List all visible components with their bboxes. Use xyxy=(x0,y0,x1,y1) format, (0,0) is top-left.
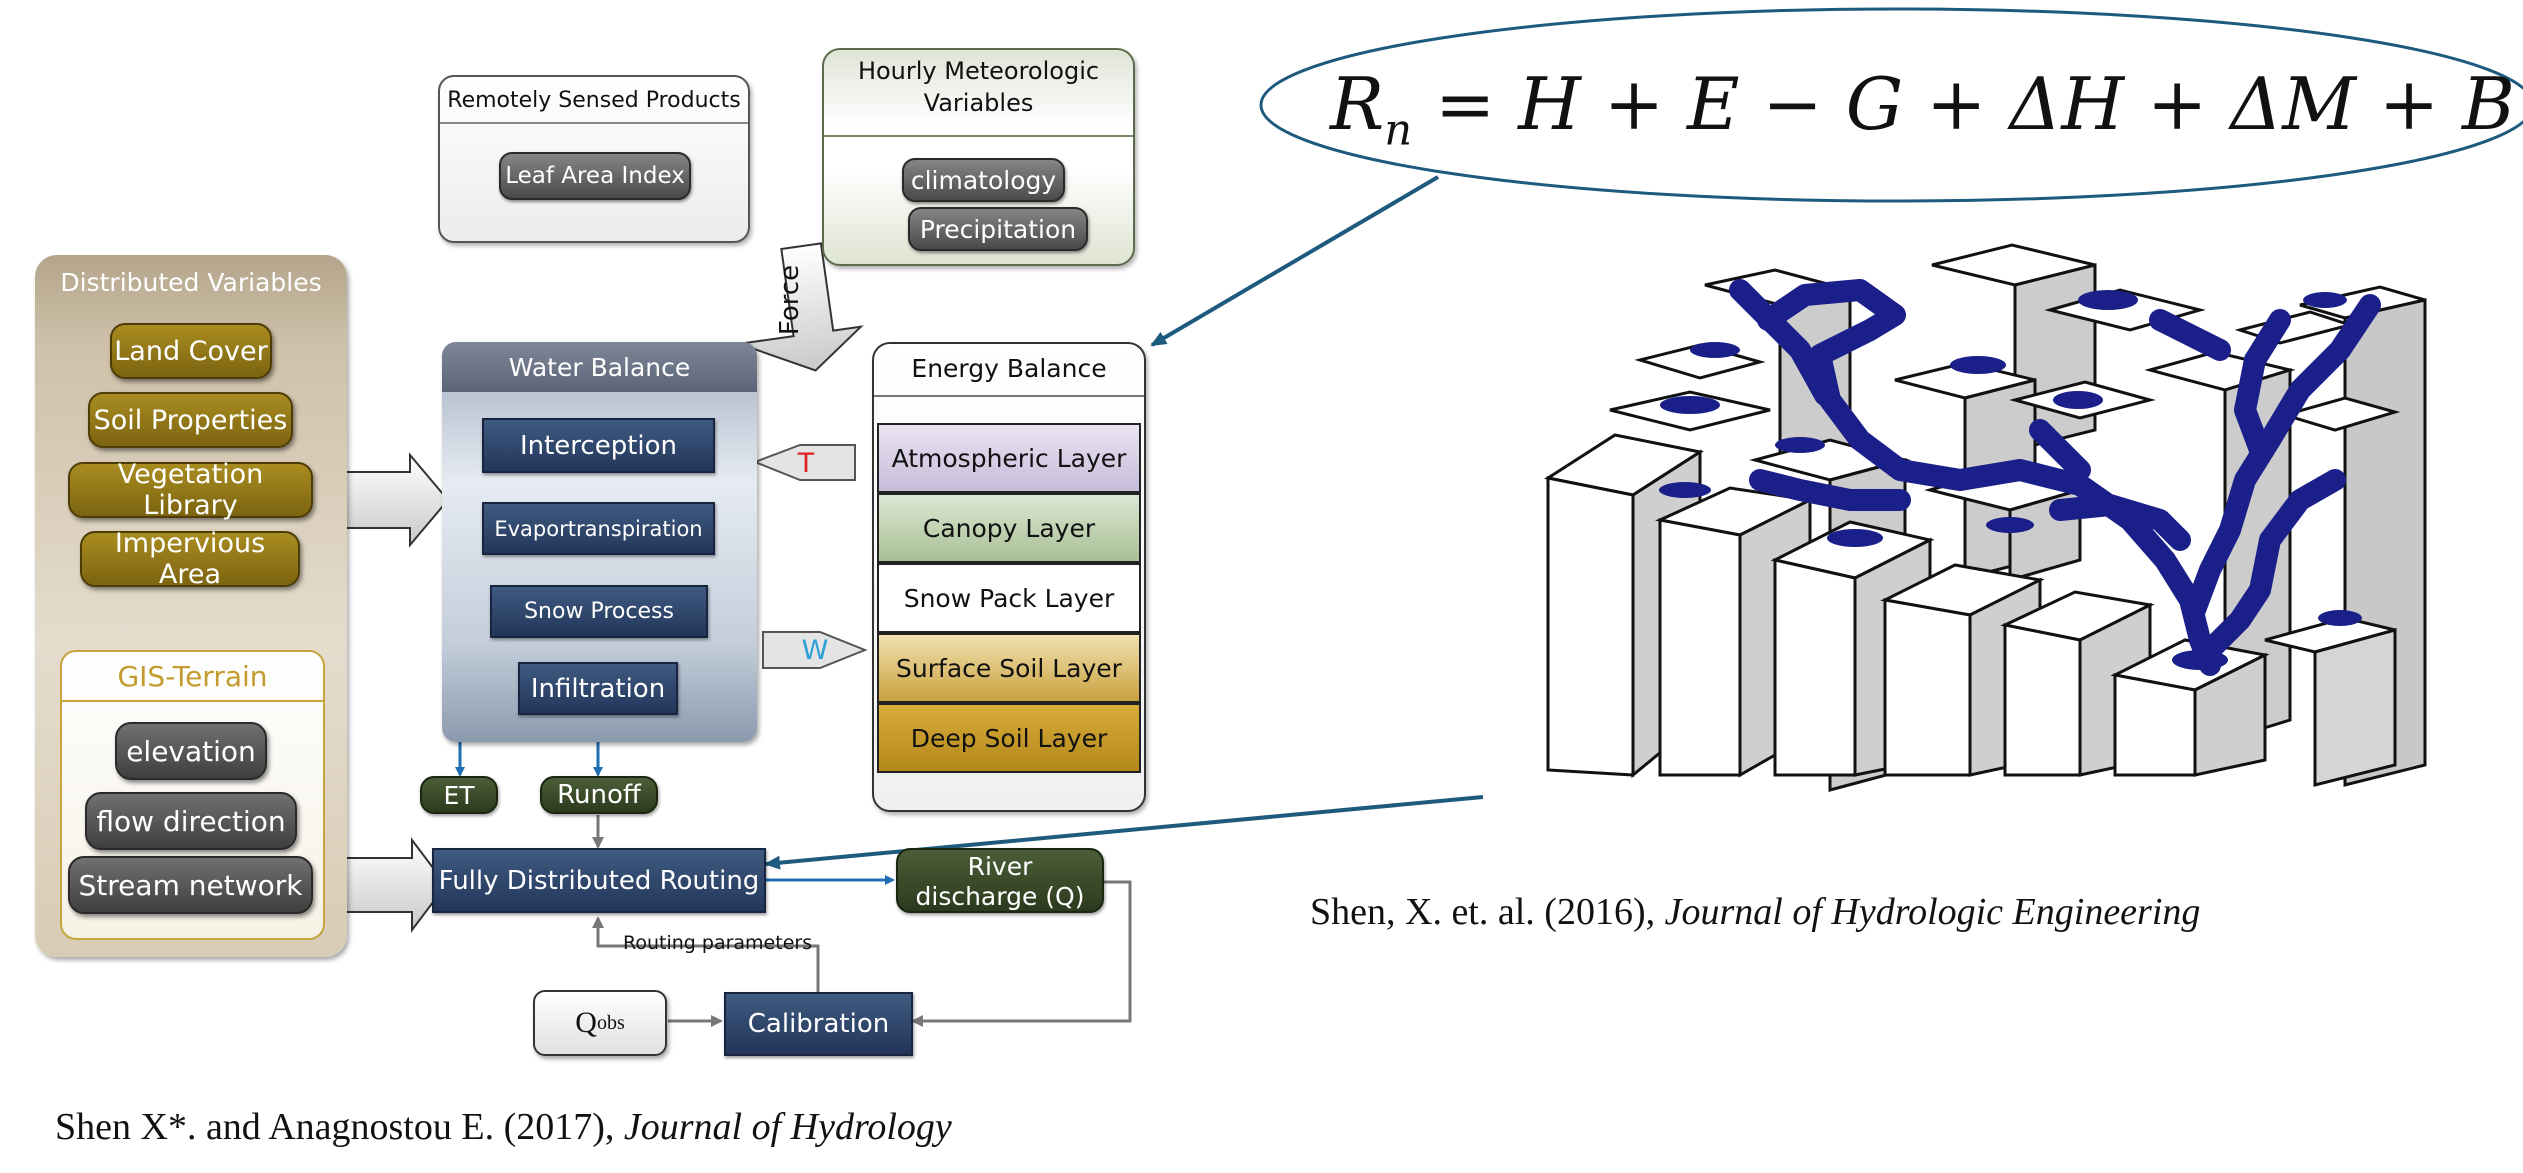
river-to-calibration-arrow xyxy=(911,880,1132,1027)
surface-soil-layer: Surface Soil Layer xyxy=(877,633,1141,703)
energy-balance-divider xyxy=(874,395,1144,397)
leaf-area-index-node: Leaf Area Index xyxy=(499,152,691,200)
t-label: T xyxy=(797,447,815,479)
grid-to-routing-arrow xyxy=(764,795,1484,870)
infiltration-node: Infiltration xyxy=(518,662,678,715)
soil-properties-node: Soil Properties xyxy=(88,392,293,448)
w-label: W xyxy=(801,634,829,666)
stream-network-paths xyxy=(1729,279,2381,676)
meteorologic-variables-title: Hourly Meteorologic Variables xyxy=(826,55,1131,131)
precipitation-node: Precipitation xyxy=(908,207,1088,251)
snow-pack-layer: Snow Pack Layer xyxy=(877,563,1141,633)
calibration-node: Calibration xyxy=(724,992,913,1056)
calibration-to-routing-arrow xyxy=(592,916,820,992)
interception-node: Interception xyxy=(482,418,715,473)
impervious-area-node: Impervious Area xyxy=(80,528,300,590)
remotely-sensed-products-title: Remotely Sensed Products xyxy=(447,87,741,113)
reference-shen-2016: Shen, X. et. al. (2016), Journal of Hydr… xyxy=(1310,890,2200,934)
reference-shen-2016-journal: Journal of Hydrologic Engineering xyxy=(1664,891,2201,933)
river-discharge-line1: River xyxy=(967,852,1033,881)
runoff-node: Runoff xyxy=(540,776,658,814)
elevation-node: elevation xyxy=(115,722,267,780)
reference-2017-authors: Shen X*. and Anagnostou E. (2017), xyxy=(55,1106,624,1148)
deep-soil-layer: Deep Soil Layer xyxy=(877,703,1141,773)
inputs-to-water-balance-arrow xyxy=(344,452,450,548)
qobs-main: Q xyxy=(575,1006,597,1039)
equation-rhs: = H + E − G + ΔH + ΔM + B xyxy=(1434,62,2515,146)
canopy-layer: Canopy Layer xyxy=(877,493,1141,563)
force-arrow xyxy=(738,242,864,372)
flow-direction-node: flow direction xyxy=(85,792,297,850)
routing-parameters-label: Routing parameters xyxy=(623,932,813,954)
remotely-sensed-divider xyxy=(440,122,748,124)
reference-shen-anagnostou-2017: Shen X*. and Anagnostou E. (2017), Journ… xyxy=(55,1105,952,1149)
water-balance-title: Water Balance xyxy=(442,342,757,392)
energy-balance-title: Energy Balance xyxy=(911,353,1107,383)
lake-blobs xyxy=(1659,290,2362,670)
climatology-node: climatology xyxy=(902,158,1065,202)
meteorologic-title-line2: Variables xyxy=(923,89,1034,118)
atmospheric-layer: Atmospheric Layer xyxy=(877,423,1141,493)
et-node: ET xyxy=(420,776,498,814)
w-arrow xyxy=(762,631,868,669)
land-cover-node: Land Cover xyxy=(110,323,272,379)
stream-network-node: Stream network xyxy=(68,856,313,914)
equation-lhs: R xyxy=(1330,62,1385,146)
reference-shen-2016-authors: Shen, X. et. al. (2016), xyxy=(1310,891,1665,933)
force-label: Force xyxy=(775,264,805,336)
snow-process-node: Snow Process xyxy=(490,585,708,638)
terrain-to-routing-arrow xyxy=(331,837,448,933)
river-discharge-node: River discharge (Q) xyxy=(896,848,1104,913)
river-discharge-line2: discharge (Q) xyxy=(915,882,1085,911)
meteorologic-divider xyxy=(824,135,1133,137)
energy-balance-equation: Rn = H + E − G + ΔH + ΔM + B xyxy=(1330,62,2523,172)
gis-terrain-title: GIS-Terrain xyxy=(117,659,268,693)
meteorologic-title-line1: Hourly Meteorologic xyxy=(857,57,1100,85)
vegetation-library-node: Vegetation Library xyxy=(68,459,313,521)
qobs-sub: obs xyxy=(596,1011,625,1034)
distributed-variables-title: Distributed Variables xyxy=(60,267,322,297)
t-arrow xyxy=(752,444,856,481)
reference-2017-journal: Journal of Hydrology xyxy=(623,1106,952,1148)
equation-lhs-sub: n xyxy=(1384,105,1413,156)
evapotranspiration-node: Evaportranspiration xyxy=(482,502,715,555)
equation-to-energy-arrow xyxy=(1150,175,1440,347)
equation-ellipse xyxy=(1259,7,2523,203)
gis-terrain-divider xyxy=(60,700,325,702)
fully-distributed-routing-node: Fully Distributed Routing xyxy=(432,848,766,913)
